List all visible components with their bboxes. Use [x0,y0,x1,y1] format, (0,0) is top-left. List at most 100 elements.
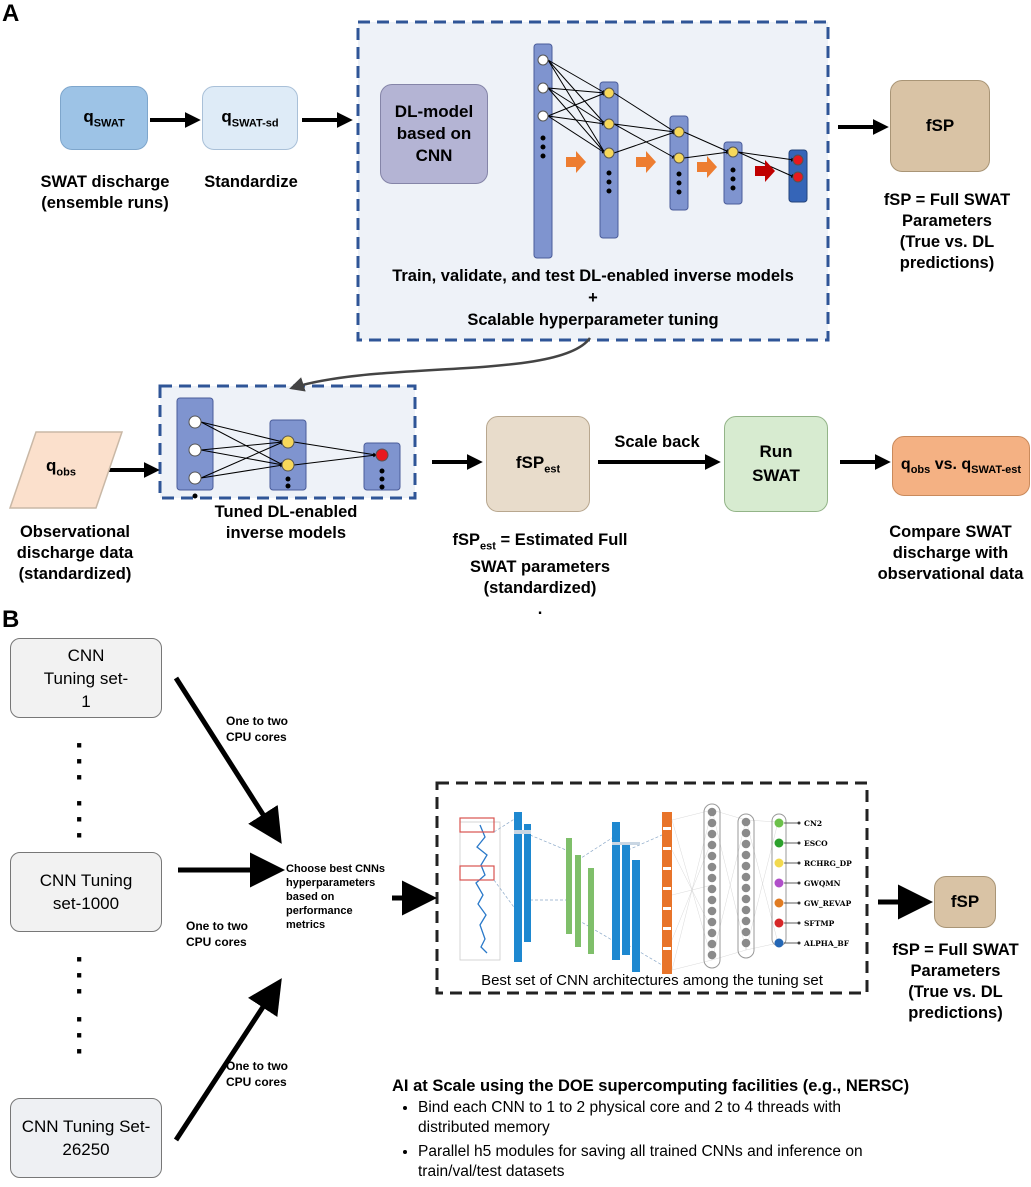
tuned-caption-line2: inverse models [225,524,347,542]
cnn-network-graphic [533,43,808,259]
ai-title: AI at Scale using the DOE supercomputing… [392,1077,910,1095]
scale-back-label: Scale back [614,433,700,451]
output-connector-dot [797,821,801,825]
dl-model-box: DL-model based on CNN [380,84,488,184]
output-node [774,878,784,888]
output-connector-dot [797,921,801,925]
qswatsd-sub: SWAT-sd [231,117,279,130]
fspest-sub: est [544,463,561,476]
compare-caption: Compare SWAT discharge with observationa… [870,522,1031,585]
fsp-a-line2: Parameters [902,212,992,230]
curved-connector [289,337,592,392]
output-node [774,918,784,928]
qobs-label: qobs [46,456,76,478]
fspest-caption-line3: (standardized) [483,579,597,598]
tuned-network-graphic [176,397,401,499]
tuned-caption-line1: Tuned DL-enabled [214,503,358,521]
arrow-set1-to-choose [173,676,282,844]
bullet-bind-cores: Bind each CNN to 1 to 2 physical core an… [418,1098,912,1138]
output-node [774,858,784,868]
qswat-q: q [83,106,94,126]
output-label: ESCO [804,839,828,848]
fsp-box-a: fSP [890,80,990,172]
panel-a-label: A [2,0,20,27]
qswat-caption-line2: (ensemble runs) [41,194,169,212]
tuning-set-26250-box: CNN Tuning Set-26250 [10,1098,162,1178]
compare-box: qobs vs. qSWAT-est [892,436,1030,496]
output-connector-dot [797,861,801,865]
compare-caption-line2: discharge with [892,544,1009,562]
fspest-cap-sub: est [480,540,496,553]
output-label: CN2 [804,819,822,828]
fsp-caption-b: fSP = Full SWAT Parameters (True vs. DL … [880,940,1031,1024]
output-label: GW_REVAP [804,899,852,908]
vertical-ellipsis-4: ··· [75,1003,85,1068]
cpu-cores-label-mid: One to two CPU cores [186,919,248,949]
qobs-sub: obs [56,466,76,479]
qswat-box: qSWAT [60,86,148,150]
tuned-caption: Tuned DL-enabled inverse models [196,502,376,544]
fsp-a-line3: (True vs. DL [899,233,995,251]
compare-s2: SWAT-est [971,464,1022,477]
choose-best-label: Choose best CNNs hyperparameters based o… [286,863,386,931]
compare-caption-line3: observational data [877,565,1024,583]
output-node [774,938,784,948]
fsp-a-line4: predictions) [899,254,995,272]
qswat-sub: SWAT [93,117,125,130]
run-swat-box: Run SWAT [724,416,828,512]
qobs-caption-line2: discharge data [16,544,134,562]
tuning-set-1000-box: CNN Tuning set-1000 [10,852,162,932]
output-label: RCHRG_DP [804,859,852,868]
qswat-sd-box: qSWAT-sd [202,86,298,150]
vertical-ellipsis-3: ··· [75,943,85,1008]
standardize-caption: Standardize [204,173,298,191]
flatten-layer [662,812,672,974]
ai-bullet-list: Bind each CNN to 1 to 2 physical core an… [392,1098,912,1182]
fspest-main: fSP [515,452,545,472]
panel-b-label: B [2,606,20,633]
fsp-b-line3: (True vs. DL [908,983,1003,1001]
tuning-set-1-box: CNN Tuning set-1 [10,638,162,718]
output-nodes: CN2ESCORCHRG_DPGWQMNGW_REVAPSFTMPALPHA_B… [774,818,852,948]
fspest-cap-rest: = Estimated Full [495,531,628,549]
output-connector-dot [797,901,801,905]
qswatsd-q: q [221,106,232,126]
qobs-shape [8,431,124,509]
cnn-architecture-figure [448,803,856,976]
fspest-caption-line1: fSPest = Estimated Full [440,530,640,557]
output-node [774,818,784,828]
compare-q1: q [900,455,911,473]
output-connector-dot [797,841,801,845]
train-text: Train, validate, and test DL-enabled inv… [392,267,794,285]
fsp-est-caption: fSPest = Estimated Full SWAT parameters … [440,530,640,620]
tuning-text: Scalable hyperparameter tuning [467,311,719,329]
fsp-box-b: fSP [934,876,996,928]
output-node [774,838,784,848]
cpu-cores-label-top: One to two CPU cores [226,714,288,744]
fsp-b-line4: predictions) [908,1004,1003,1022]
compare-q2: q [961,455,972,473]
compare-caption-line1: Compare SWAT [889,523,1012,541]
fsp-b-line2: Parameters [910,962,1001,980]
output-connector-dot [797,941,801,945]
fspest-cap-main: fSP [452,531,481,549]
cpu-cores-label-bot: One to two CPU cores [226,1059,288,1089]
fspest-dot: . [537,600,543,619]
arrow-set26250-to-choose [173,978,282,1142]
fsp-b-line1: fSP = Full SWAT [892,941,1019,959]
plus-sign: + [588,289,598,307]
output-label: GWQMN [804,879,841,888]
qobs-caption-line1: Observational [19,523,131,541]
qobs-caption: Observational discharge data (standardiz… [0,522,150,585]
qobs-caption-line3: (standardized) [18,565,132,583]
qswat-caption: SWAT discharge (ensemble runs) [20,172,190,214]
compare-vs: vs. [930,455,962,473]
qswat-caption-line1: SWAT discharge [40,173,170,191]
vertical-ellipsis-1: ··· [75,729,85,794]
fsp-caption-a: fSP = Full SWAT Parameters (True vs. DL … [872,190,1022,274]
output-node [774,898,784,908]
qobs-q: q [46,456,57,475]
output-label: SFTMP [804,919,835,928]
ai-at-scale-notes: AI at Scale using the DOE supercomputing… [392,1076,912,1186]
